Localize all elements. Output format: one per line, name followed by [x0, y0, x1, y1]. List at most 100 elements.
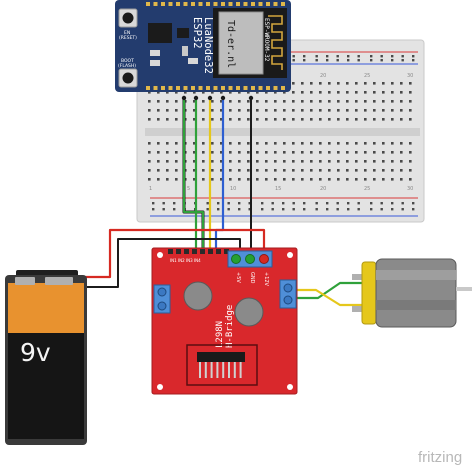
breadboard-hole [357, 202, 360, 205]
breadboard-hole [355, 109, 358, 112]
driver-chip-name: L298N [215, 321, 225, 348]
breadboard-hole [337, 118, 340, 121]
breadboard-hole [202, 91, 205, 94]
motor-b-terminal-block [279, 279, 297, 309]
header-pin [236, 2, 240, 6]
breadboard-hole [193, 118, 196, 121]
header-pin [281, 86, 285, 90]
capacitor [234, 297, 264, 327]
breadboard-hole [238, 178, 241, 181]
en-reset-button[interactable] [118, 8, 138, 28]
breadboard-hole [364, 169, 367, 172]
breadboard-hole [202, 178, 205, 181]
breadboard-hole [391, 160, 394, 163]
header-pin [168, 249, 173, 254]
breadboard-hole [319, 100, 322, 103]
breadboard-hole [391, 208, 394, 211]
wire-esp32-to-driver-green [182, 98, 205, 251]
breadboard-hole [206, 208, 209, 211]
breadboard-hole [292, 151, 295, 154]
smd-component [150, 50, 160, 56]
breadboard-hole [166, 160, 169, 163]
breadboard-hole [326, 202, 329, 205]
breadboard-hole [175, 160, 178, 163]
breadboard-hole [301, 169, 304, 172]
breadboard-hole [391, 100, 394, 103]
header-pin [243, 2, 248, 6]
header-pin [184, 249, 189, 254]
breadboard-hole [337, 91, 340, 94]
breadboard-hole [157, 118, 160, 121]
breadboard-hole [229, 109, 232, 112]
breadboard-hole [274, 109, 277, 112]
header-pin [198, 2, 203, 6]
breadboard-hole [373, 169, 376, 172]
column-number: 30 [407, 186, 413, 192]
header-pin [224, 249, 229, 254]
breadboard-hole [283, 151, 286, 154]
breadboard-hole [211, 100, 214, 103]
breadboard-hole [400, 178, 403, 181]
breadboard-hole [211, 91, 214, 94]
breadboard-hole [328, 160, 331, 163]
breadboard-hole [148, 178, 151, 181]
breadboard-hole [292, 109, 295, 112]
breadboard-hole [391, 202, 394, 205]
chip-leg [222, 362, 225, 378]
header-pin [258, 2, 263, 6]
breadboard-hole [217, 202, 220, 205]
breadboard-hole [282, 208, 285, 211]
breadboard-hole [301, 91, 304, 94]
breadboard-hole [166, 118, 169, 121]
breadboard-hole [157, 91, 160, 94]
wire-endpoints [181, 95, 254, 101]
en-button-sublabel: (RESET) [119, 35, 137, 41]
breadboard-hole [248, 208, 251, 211]
breadboard-hole [382, 118, 385, 121]
breadboard-hole [303, 202, 306, 205]
breadboard-hole [265, 169, 268, 172]
breadboard-hole [355, 118, 358, 121]
breadboard-hole [211, 160, 214, 163]
breadboard-hole [409, 109, 412, 112]
wire-power-red [83, 228, 266, 279]
breadboard-hole [380, 202, 383, 205]
battery-voltage-label: 9v [20, 338, 51, 367]
battery-9v: 9v [5, 270, 87, 445]
breadboard-hole [370, 202, 373, 205]
breadboard-hole [310, 178, 313, 181]
breadboard-hole [315, 208, 318, 211]
header-pin [198, 86, 203, 90]
module-model-label: ESP-WROOM-32 [263, 18, 270, 62]
breadboard-hole [157, 169, 160, 172]
breadboard-hole [301, 142, 304, 145]
breadboard-hole [301, 160, 304, 163]
breadboard-hole [310, 151, 313, 154]
breadboard-hole [301, 82, 304, 85]
boot-button-sublabel: (FLASH) [118, 63, 136, 69]
breadboard-hole [283, 100, 286, 103]
header-pin [146, 86, 150, 90]
breadboard-hole [202, 109, 205, 112]
breadboard-hole [409, 82, 412, 85]
breadboard-hole [409, 178, 412, 181]
mounting-hole [157, 252, 163, 258]
breadboard-hole [292, 169, 295, 172]
breadboard-hole [401, 55, 404, 58]
chip-leg [204, 362, 207, 378]
usb-uart-chip [148, 23, 172, 43]
breadboard-hole [229, 142, 232, 145]
breadboard-hole [274, 160, 277, 163]
breadboard-hole [265, 151, 268, 154]
breadboard-hole [346, 118, 349, 121]
breadboard-hole [400, 151, 403, 154]
chip-leg [210, 362, 213, 378]
boot-flash-button[interactable] [118, 68, 138, 88]
breadboard-hole [175, 142, 178, 145]
breadboard-hole [202, 169, 205, 172]
breadboard-hole [202, 100, 205, 103]
breadboard-hole [247, 160, 250, 163]
breadboard-hole [319, 169, 322, 172]
breadboard-hole [357, 208, 360, 211]
breadboard-hole [229, 91, 232, 94]
